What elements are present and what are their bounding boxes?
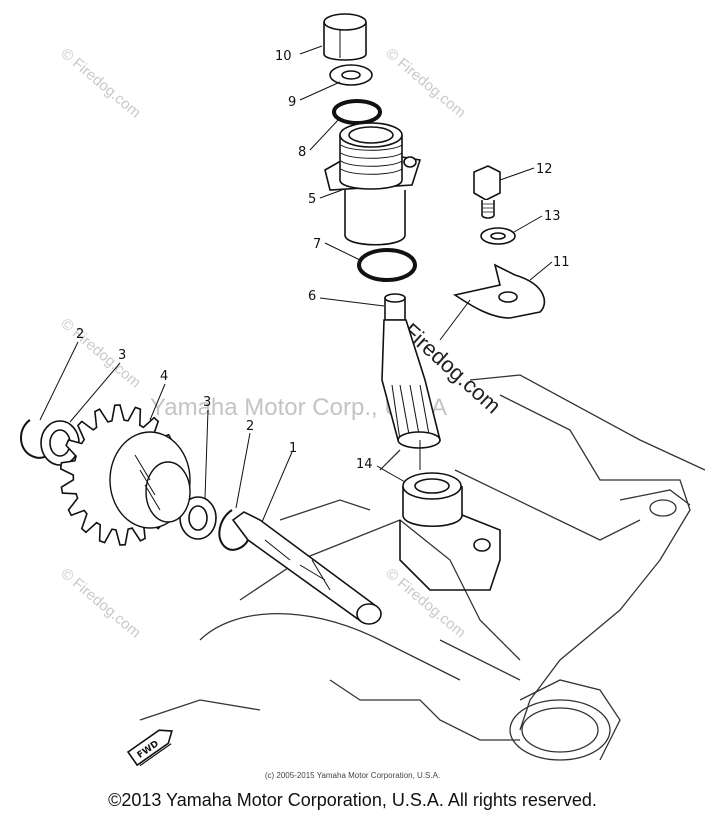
part-3-washer <box>40 420 217 540</box>
part-10-cap <box>323 13 367 61</box>
watermark: © Firedog.com <box>57 45 143 121</box>
callout-2: 2 <box>246 419 254 434</box>
callout-labels: 10 9 8 5 7 6 12 13 11 14 2 3 4 3 2 1 <box>76 49 570 472</box>
part-5-housing <box>324 122 422 246</box>
callout-7: 7 <box>313 237 321 252</box>
callout-3: 3 <box>118 348 126 363</box>
callout-14: 14 <box>356 457 373 472</box>
callout-12: 12 <box>536 162 553 177</box>
watermark: © Firedog.com <box>57 565 143 641</box>
part-7-o-ring <box>357 248 417 282</box>
callout-13: 13 <box>544 209 561 224</box>
callout-6: 6 <box>308 289 316 304</box>
callout-1: 1 <box>289 441 297 456</box>
part-14-bushing <box>399 472 501 591</box>
part-12-bolt <box>473 165 501 219</box>
watermark: © Firedog.com <box>382 565 468 641</box>
callout-8: 8 <box>298 145 306 160</box>
callout-3: 3 <box>203 395 211 410</box>
callout-2: 2 <box>76 327 84 342</box>
part-9-washer <box>329 64 373 86</box>
part-11-plate <box>452 263 546 319</box>
callout-9: 9 <box>288 95 296 110</box>
callout-11: 11 <box>553 255 570 270</box>
part-6-shaft <box>381 293 442 449</box>
part-13-washer <box>480 227 516 245</box>
copyright-main: ©2013 Yamaha Motor Corporation, U.S.A. A… <box>108 790 597 810</box>
callout-4: 4 <box>160 369 168 384</box>
part-4-gear <box>59 404 191 546</box>
watermark: © Firedog.com <box>57 315 143 391</box>
callout-10: 10 <box>275 49 292 64</box>
fwd-direction-badge: FWD <box>126 729 173 767</box>
leader-lines <box>39 45 553 523</box>
copyright-small: (c) 2005-2015 Yamaha Motor Corporation, … <box>264 771 441 780</box>
callout-5: 5 <box>308 192 316 207</box>
part-8-o-ring <box>332 99 382 125</box>
watermark: © Firedog.com <box>382 45 468 121</box>
part-1-shaft <box>231 511 382 625</box>
